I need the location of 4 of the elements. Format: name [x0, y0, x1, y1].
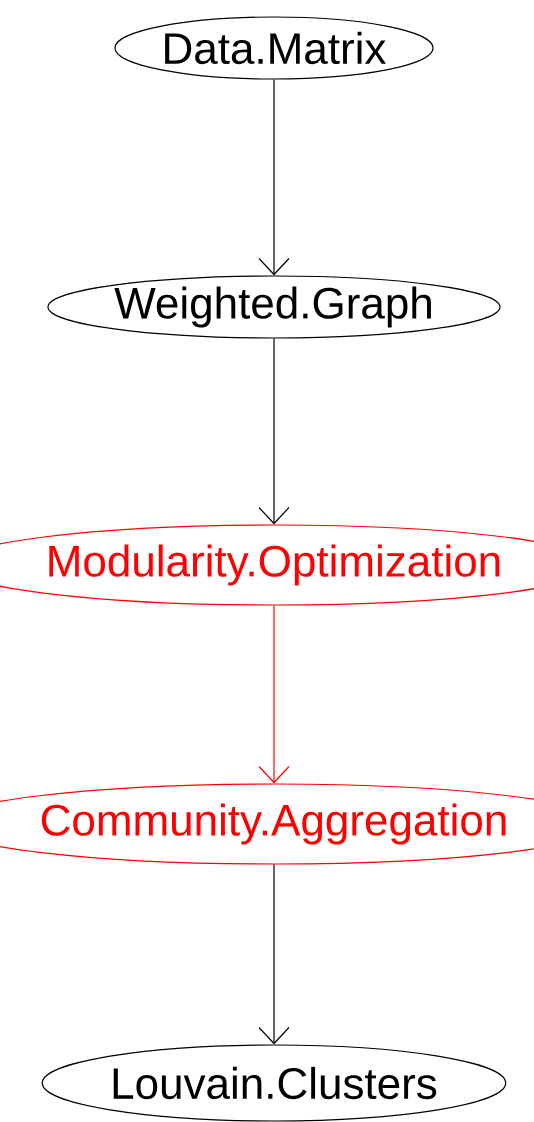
- arrow: [258, 864, 290, 1045]
- arrow: [258, 338, 290, 525]
- arrow: [258, 79, 290, 276]
- arrow: [258, 605, 290, 784]
